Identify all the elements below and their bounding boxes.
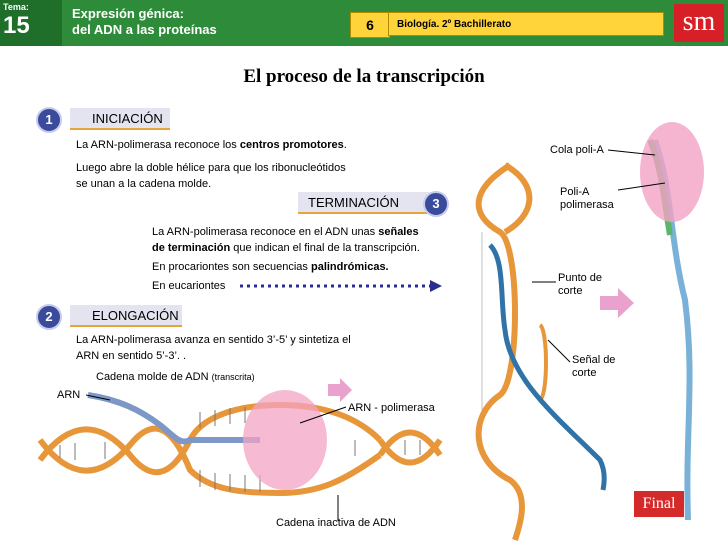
- step-elongacion-label: ELONGACIÓN: [92, 308, 179, 323]
- tema-label: Tema:: [3, 2, 29, 12]
- elongation-polymerase: [243, 390, 327, 490]
- label-cola-poli-a: Cola poli-A: [550, 144, 604, 156]
- iniciacion-text-2a: Luego abre la doble hélice para que los …: [76, 162, 346, 174]
- elongacion-line-2: ARN en sentido 5’-3’. .: [76, 350, 187, 362]
- step-2-badge: 2: [36, 304, 62, 330]
- step-1-badge: 1: [36, 107, 62, 133]
- slide-number: 6: [350, 12, 390, 38]
- terminacion-line-4: En eucariontes: [152, 280, 226, 292]
- label-punto-corte-1: Punto de: [558, 272, 603, 284]
- label-senal-corte-1: Señal de: [572, 354, 616, 366]
- terminacion-line-2: de terminación que indican el final de l…: [152, 240, 420, 256]
- terminacion-l3a: En procariontes son secuencias: [152, 261, 311, 273]
- topic-line-2: del ADN a las proteínas: [72, 22, 217, 37]
- step-elongacion-bar: ELONGACIÓN: [70, 305, 182, 327]
- termination-rna: [488, 243, 607, 491]
- publisher-logo: sm: [674, 4, 724, 42]
- label-arn-polimerasa: ARN - polimerasa: [348, 402, 435, 414]
- iniciacion-text-2b: se unan a la cadena molde.: [76, 178, 212, 190]
- terminacion-text: La ARN-polimerasa reconoce en el ADN una…: [152, 224, 420, 294]
- tema-number: 15: [3, 12, 30, 39]
- terminacion-l2a: de terminación: [152, 242, 231, 254]
- topic-title: Expresión génica: del ADN a las proteína…: [72, 6, 217, 38]
- process-arrow: [600, 288, 634, 318]
- label-poli-a-2: polimerasa: [560, 199, 614, 211]
- centros-promotores: centros promotores: [239, 139, 344, 151]
- iniciacion-text-1b: .: [343, 139, 347, 151]
- label-senal-corte: Señal de corte: [572, 354, 615, 380]
- step-iniciacion-bar: INICIACIÓN: [70, 108, 170, 130]
- label-punto-corte-2: corte: [558, 285, 583, 297]
- label-transcrita: (transcrita): [211, 372, 255, 382]
- terminacion-l2b: que indican el final de la transcripción…: [230, 242, 420, 254]
- direction-arrow: [328, 378, 352, 402]
- iniciacion-text-1: La ARN-polimerasa reconoce los centros p…: [76, 137, 347, 153]
- terminacion-line-3: En procariontes son secuencias palindróm…: [152, 259, 420, 275]
- dotted-arrow-head: [430, 280, 442, 292]
- iniciacion-text-1a: La ARN-polimerasa reconoce los: [76, 139, 240, 151]
- label-cadena-molde-text: Cadena molde de ADN: [96, 371, 209, 383]
- step-3-badge: 3: [423, 191, 449, 217]
- terminacion-l3b: palindrómicas.: [310, 261, 389, 273]
- elongation-rna: [87, 392, 260, 445]
- terminacion-l1a: La ARN-polimerasa reconoce en el ADN una…: [152, 226, 379, 238]
- iniciacion-text-2: Luego abre la doble hélice para que los …: [76, 160, 346, 192]
- label-cadena-molde: Cadena molde de ADN (transcrita): [96, 371, 255, 383]
- topic-line-1: Expresión génica:: [72, 6, 184, 21]
- elongacion-line-1: La ARN-polimerasa avanza en sentido 3’-5…: [76, 334, 351, 346]
- elongacion-text: La ARN-polimerasa avanza en sentido 3’-5…: [76, 332, 351, 364]
- terminacion-line-1: La ARN-polimerasa reconoce en el ADN una…: [152, 224, 420, 240]
- label-cadena-inactiva: Cadena inactiva de ADN: [276, 517, 396, 529]
- poli-a-polimerasa-blob: [640, 122, 704, 222]
- termination-dna: [475, 162, 548, 541]
- label-punto-corte: Punto de corte: [558, 272, 602, 298]
- label-senal-corte-2: corte: [572, 367, 597, 379]
- course-label: Biología. 2º Bachillerato: [388, 12, 664, 36]
- step-iniciacion-label: INICIACIÓN: [92, 111, 163, 126]
- step-terminacion-label: TERMINACIÓN: [308, 195, 399, 210]
- elongation-dna: [37, 401, 443, 497]
- label-poli-a-polimerasa: Poli-A polimerasa: [560, 186, 614, 212]
- terminacion-l1b: señales: [378, 226, 419, 238]
- step-terminacion-bar: TERMINACIÓN: [298, 192, 432, 214]
- label-poli-a-1: Poli-A: [560, 186, 590, 198]
- label-arn: ARN: [57, 389, 81, 401]
- tema-box: [0, 0, 62, 46]
- final-button[interactable]: Final: [634, 491, 684, 517]
- page-title: El proceso de la transcripción: [243, 66, 485, 87]
